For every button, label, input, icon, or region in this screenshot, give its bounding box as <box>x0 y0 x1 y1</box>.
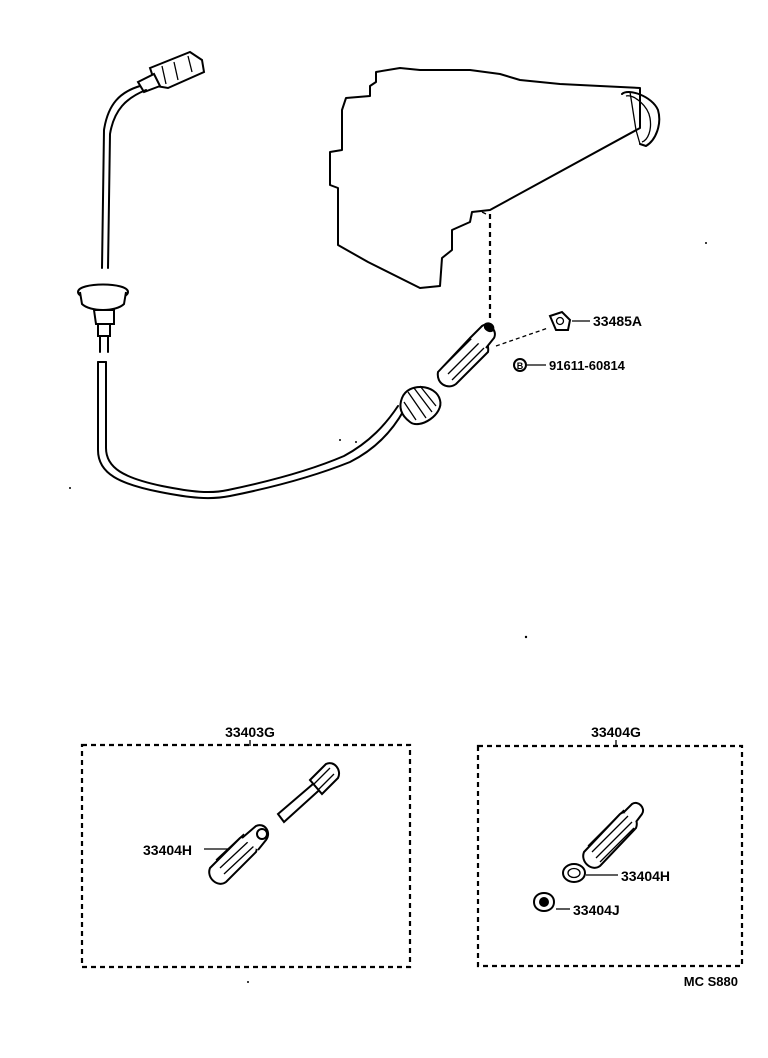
sensor-plug-part: 33485A <box>548 310 642 331</box>
label-left-sleeve: 33404H <box>143 842 192 858</box>
sensor-plug-icon <box>548 310 572 331</box>
kit-33404g: 33404G 33404H 33404J <box>476 724 744 968</box>
label-right-oring: 33404H <box>621 868 670 884</box>
right-sleeve-icon <box>582 811 638 869</box>
bolt-part: B 91611-60814 <box>513 358 626 373</box>
driven-gear-sleeve <box>436 214 549 388</box>
kit-33403g: 33403G 33404H <box>80 724 412 969</box>
bolt-marker-letter: B <box>517 361 524 371</box>
kit-left-boundary <box>80 743 412 969</box>
label-sensor-plug: 33485A <box>593 313 642 329</box>
label-kit-right: 33404G <box>591 724 641 740</box>
transmission-housing <box>329 67 661 289</box>
bolt-marker-icon <box>513 358 527 372</box>
label-bolt: 91611-60814 <box>549 358 626 373</box>
diagram-code: MC S880 <box>684 974 738 989</box>
label-right-seal: 33404J <box>573 902 620 918</box>
speedometer-cable <box>76 50 442 500</box>
label-kit-left: 33403G <box>225 724 275 740</box>
kit-right-boundary <box>476 744 744 968</box>
print-specks <box>69 242 707 983</box>
o-ring-icon <box>562 863 586 883</box>
